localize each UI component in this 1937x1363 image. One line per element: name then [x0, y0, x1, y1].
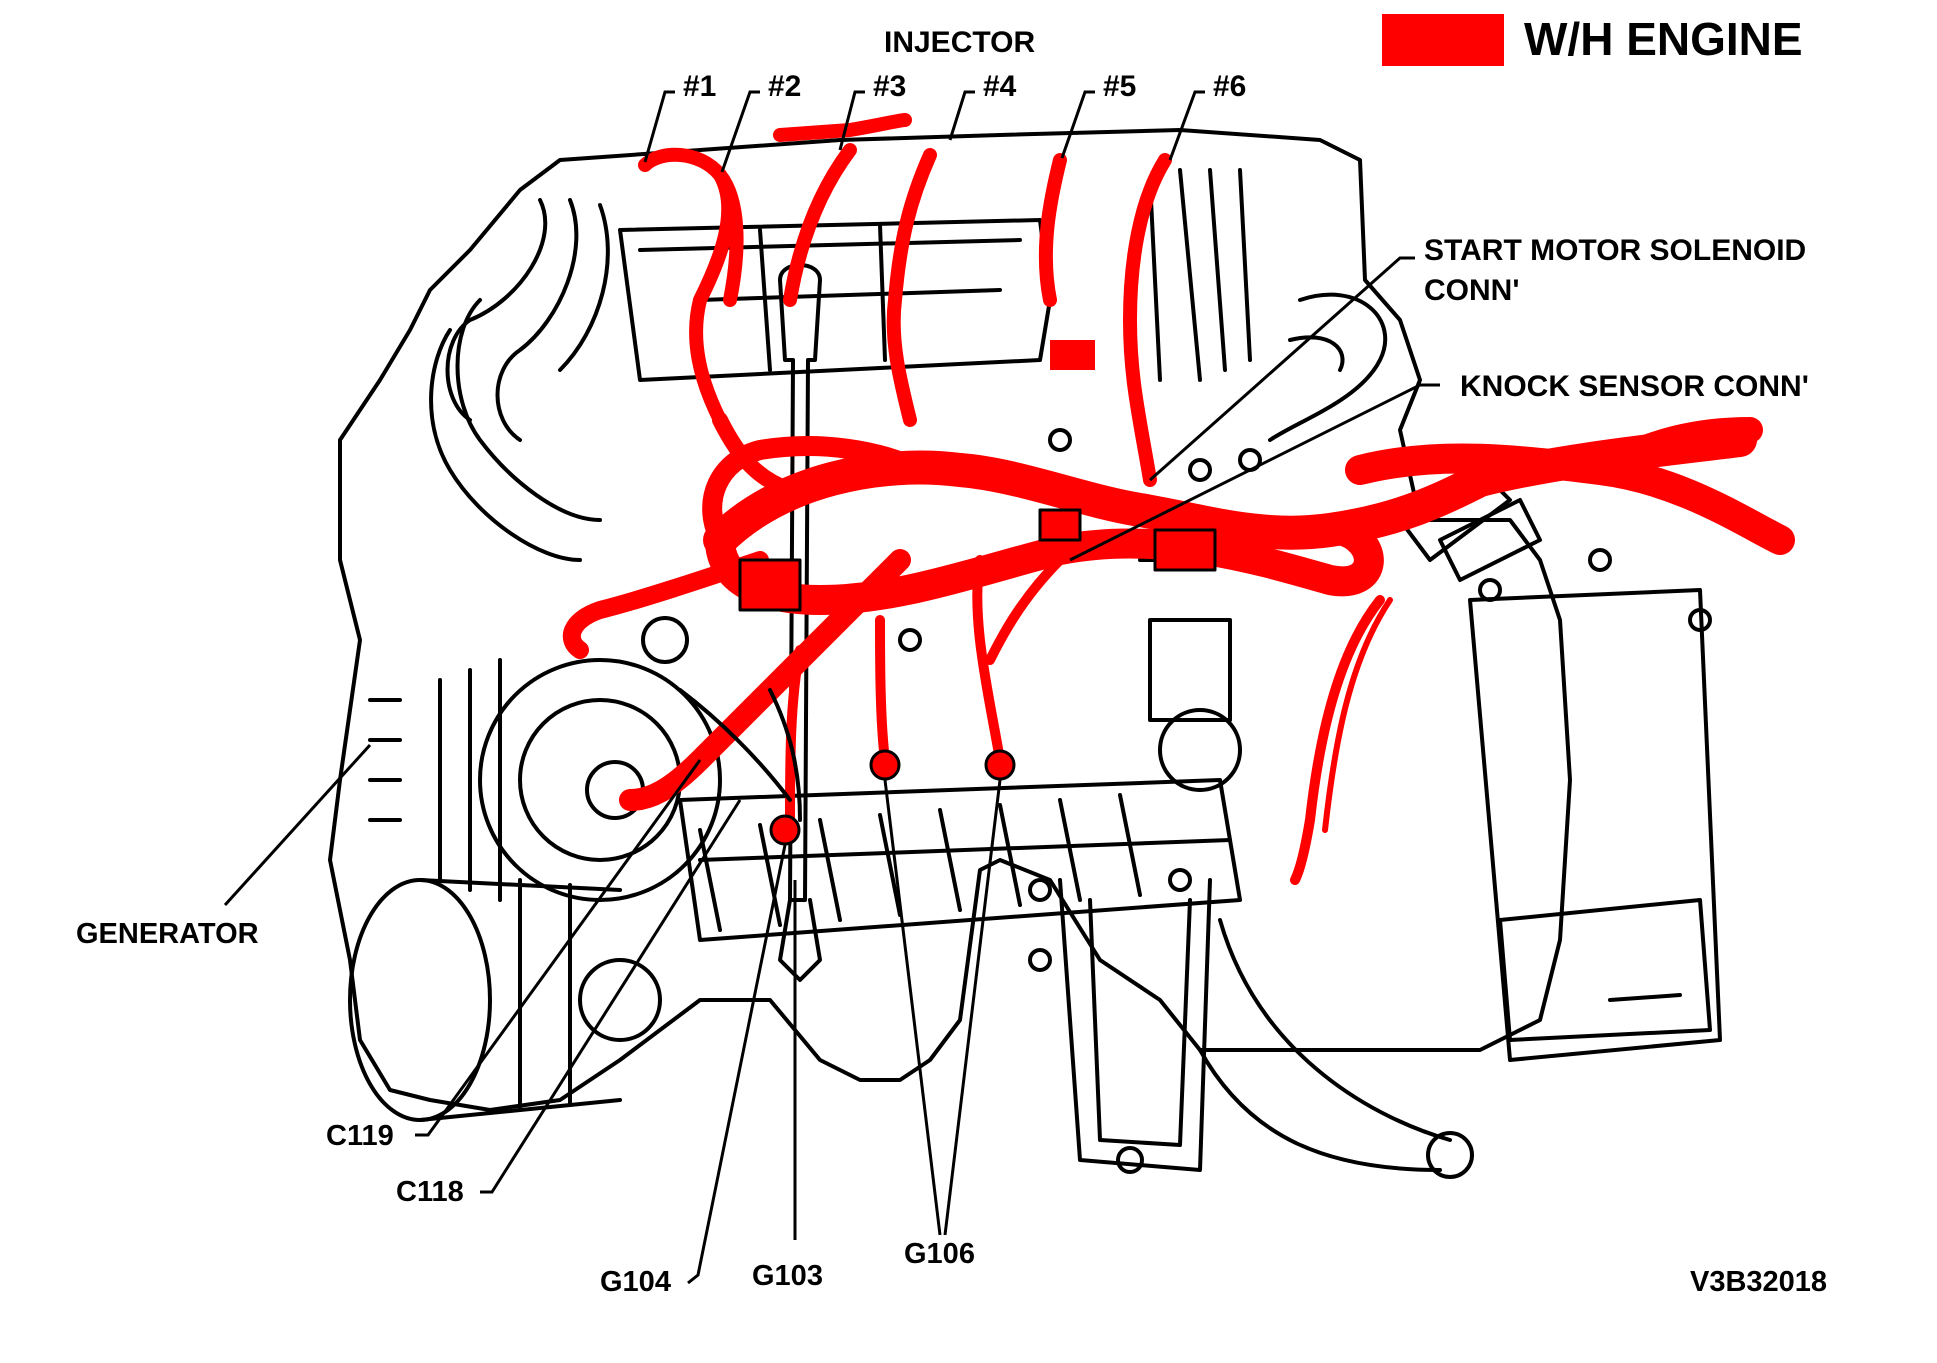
wiring-harness: [562, 113, 1795, 885]
harness-g106-a: [875, 615, 890, 765]
g106-label: G106: [904, 1238, 975, 1270]
injector-number-3: #3: [873, 70, 907, 103]
harness-branch-injector-4: [886, 148, 937, 427]
harness-branch-injector-6: [1123, 153, 1172, 487]
leader-injector-6: [1168, 90, 1205, 161]
leader-start-motor: [1149, 256, 1415, 482]
harness-branch-injector-5: [1038, 153, 1067, 307]
harness-mid-branch: [712, 412, 798, 498]
harness-right-drop: [1290, 595, 1385, 885]
injector-number-6: #6: [1213, 70, 1247, 103]
injector-number-4: #4: [983, 70, 1017, 103]
injector-label: INJECTOR: [884, 26, 1036, 59]
harness-branch-injector-2: [713, 168, 744, 307]
harness-knock-branch: [985, 555, 1065, 665]
leader-c119: [415, 759, 702, 1137]
injector-number-2: #2: [768, 70, 802, 103]
start-motor-label-line2: CONN': [1424, 274, 1520, 307]
leader-injector-1: [643, 90, 675, 163]
harness-branch-injector-3: [773, 113, 912, 307]
leader-lines: [223, 90, 1440, 1285]
harness-g106-b: [972, 555, 1005, 765]
c118-label: C118: [396, 1176, 464, 1208]
harness-branch-injector-1: [638, 147, 736, 427]
harness-to-generator: [562, 551, 769, 659]
engine-line-art: [328, 128, 1722, 1179]
legend-label: W/H ENGINE: [1524, 13, 1803, 65]
figure-code: V3B32018: [1690, 1266, 1828, 1298]
leader-g104: [687, 844, 787, 1285]
ground-terminal-g104: [769, 814, 801, 846]
harness-trunk-right-3: [1587, 417, 1763, 483]
ground-terminal-g106-a: [869, 749, 901, 781]
leader-g106-a: [883, 779, 942, 1236]
knock-sensor-label: KNOCK SENSOR CONN': [1460, 370, 1809, 403]
ground-terminal-g106-b: [984, 749, 1016, 781]
generator-label: GENERATOR: [76, 918, 259, 950]
leader-injector-4: [948, 90, 975, 141]
leader-knock-sensor: [1069, 383, 1440, 562]
legend-swatch: [1382, 14, 1504, 66]
g103-label: G103: [752, 1260, 823, 1292]
g104-label: G104: [600, 1266, 671, 1298]
start-motor-label-line1: START MOTOR SOLENOID: [1424, 234, 1807, 267]
leader-injector-5: [1060, 90, 1095, 159]
injector-number-1: #1: [683, 70, 717, 103]
leader-g106-b: [943, 779, 1002, 1236]
leader-injector-2: [720, 90, 760, 173]
leader-c118: [480, 799, 742, 1194]
leader-generator: [223, 743, 372, 907]
c119-label: C119: [326, 1120, 394, 1152]
injector-number-5: #5: [1103, 70, 1137, 103]
harness-upper-loop: [702, 436, 930, 550]
leader-injector-3: [838, 90, 865, 151]
